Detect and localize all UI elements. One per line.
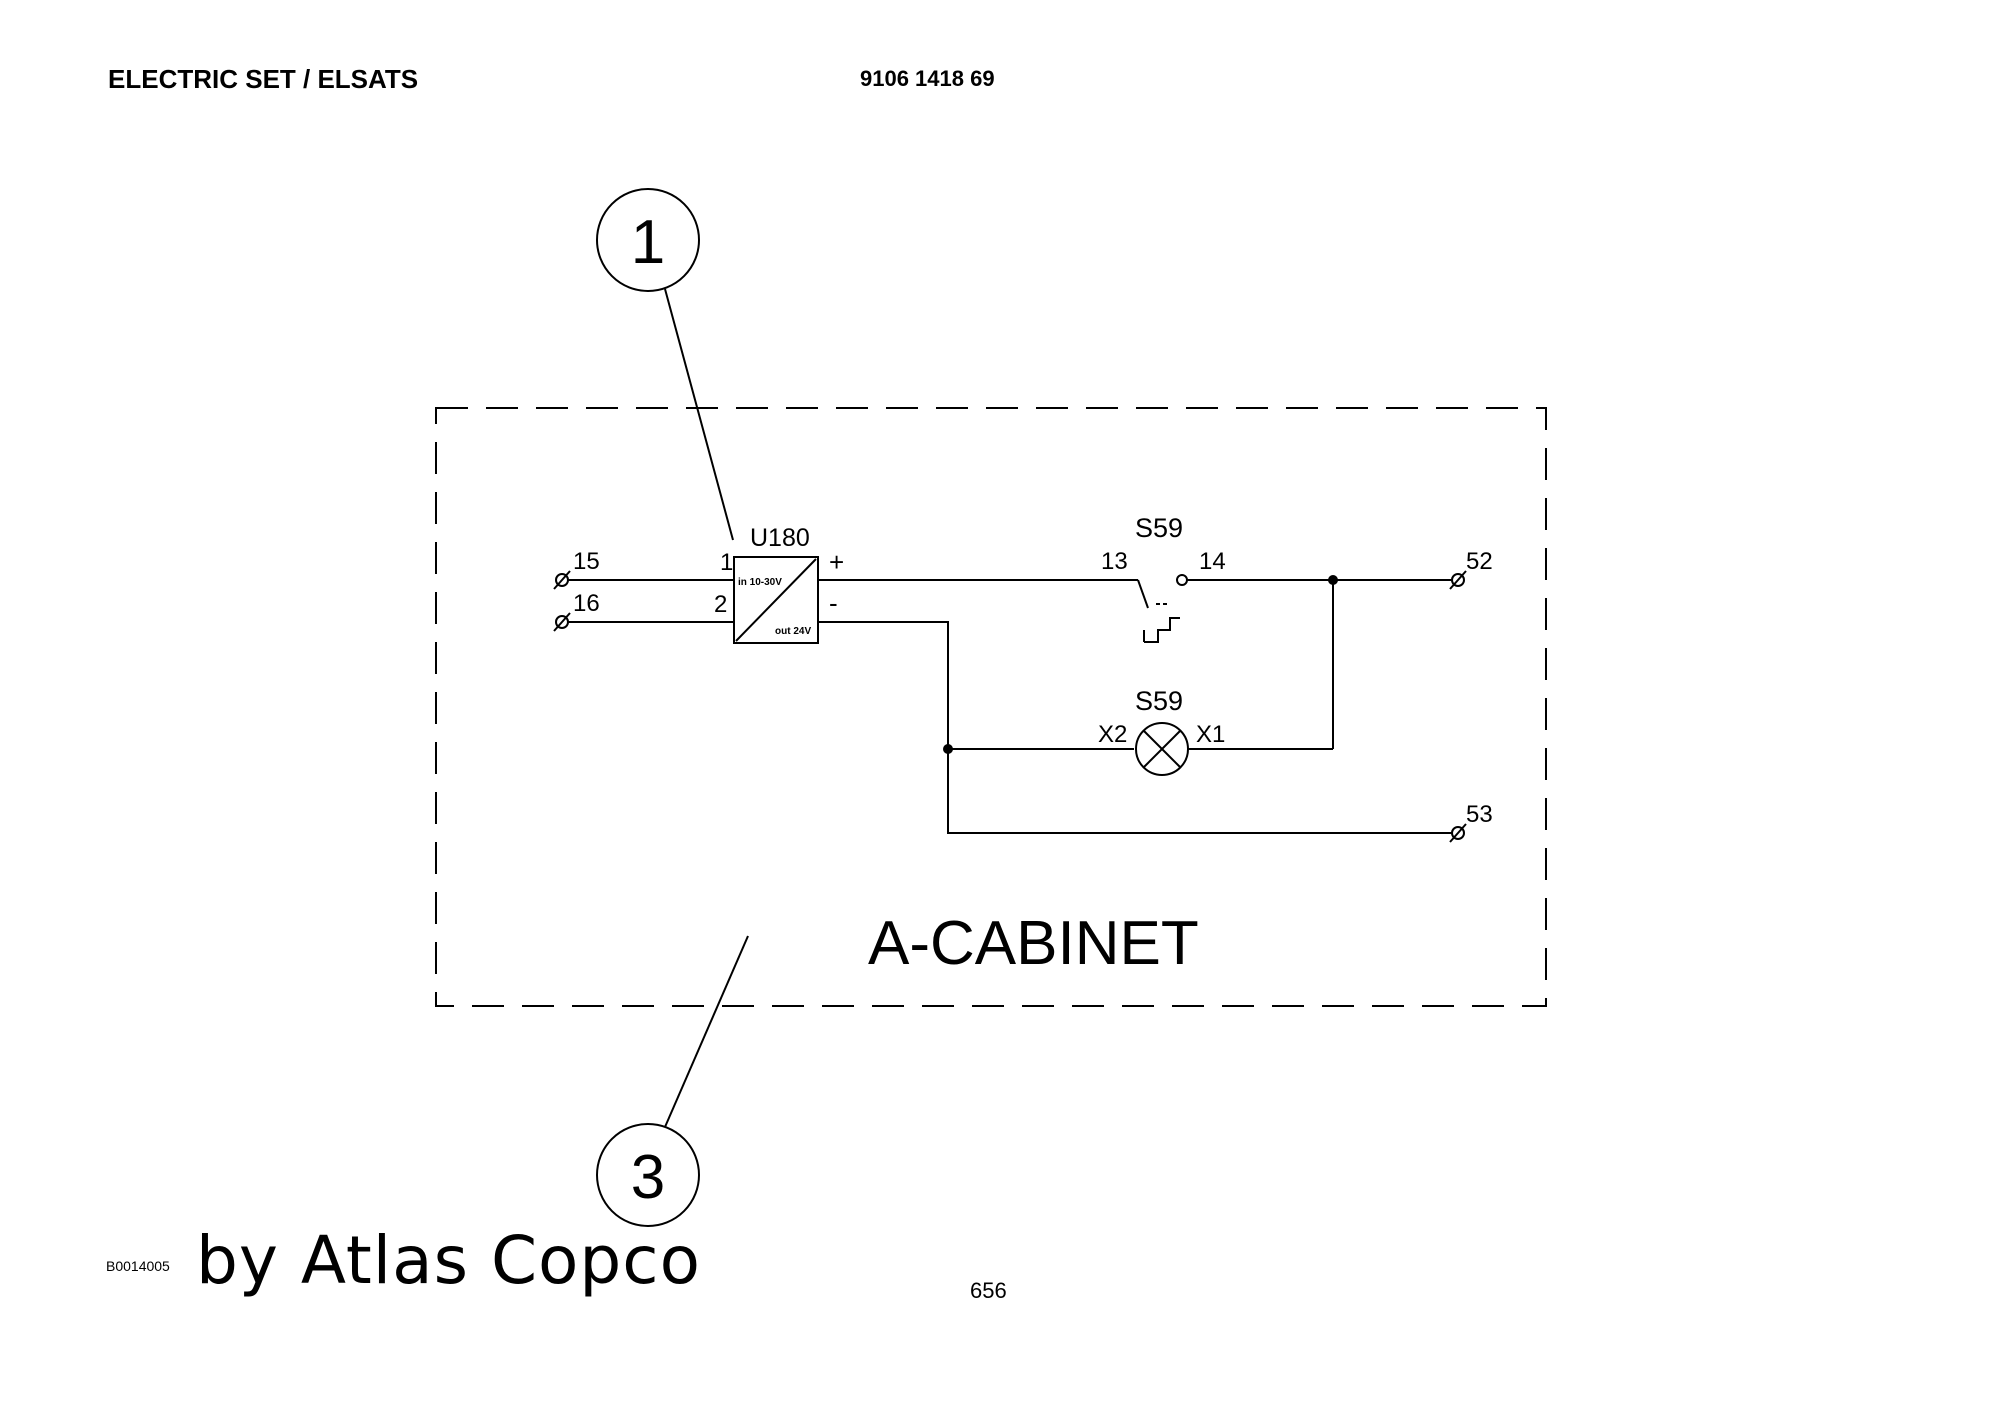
callout-3-circle (596, 1123, 700, 1227)
terminal-53-label: 53 (1466, 801, 1493, 828)
converter-name: U180 (750, 524, 810, 552)
terminal-15-label: 15 (573, 548, 600, 575)
callout-1-circle (596, 188, 700, 292)
wire-minus-return (818, 621, 1452, 834)
terminal-52-label: 52 (1466, 548, 1493, 575)
converter-input-rating: in 10-30V (738, 577, 782, 588)
terminal-15-slash (553, 570, 571, 590)
switch-actuator (1144, 617, 1180, 643)
converter-output-rating: out 24V (775, 626, 811, 637)
converter-diagonal (735, 558, 817, 642)
cabinet-boundary (435, 407, 1547, 1007)
converter-pin-2: 2 (714, 591, 727, 618)
cabinet-label: A-CABINET (868, 909, 1199, 978)
lamp-name: S59 (1135, 686, 1183, 716)
part-number: 9106 1418 69 (860, 66, 995, 91)
terminal-16-label: 16 (573, 590, 600, 617)
terminal-16-slash (553, 612, 571, 632)
terminal-52-slash (1449, 570, 1467, 590)
callout-3-label: 3 (631, 1143, 665, 1212)
callout-3-leader (664, 935, 749, 1128)
switch-contact-point (1176, 574, 1188, 586)
callout-1-label: 1 (631, 208, 665, 277)
lamp-terminal-x2: X2 (1098, 721, 1127, 748)
page-number: 656 (970, 1278, 1007, 1303)
callout-1-leader (664, 288, 734, 541)
converter-pin-1: 1 (720, 549, 733, 576)
watermark-text: by Atlas Copco (196, 1222, 701, 1299)
converter-out-minus: - (829, 588, 838, 618)
lamp-terminal-x1: X1 (1196, 721, 1225, 748)
figure-code: B0014005 (106, 1258, 170, 1274)
switch-terminal-13: 13 (1101, 548, 1128, 575)
terminal-53-slash (1449, 823, 1467, 843)
converter-out-plus: + (829, 547, 844, 577)
switch-terminal-14: 14 (1199, 548, 1226, 575)
switch-contact-arm (1137, 579, 1149, 609)
lamp-cross-b (1143, 730, 1181, 768)
document-title: ELECTRIC SET / ELSATS (108, 64, 419, 94)
switch-name: S59 (1135, 513, 1183, 543)
